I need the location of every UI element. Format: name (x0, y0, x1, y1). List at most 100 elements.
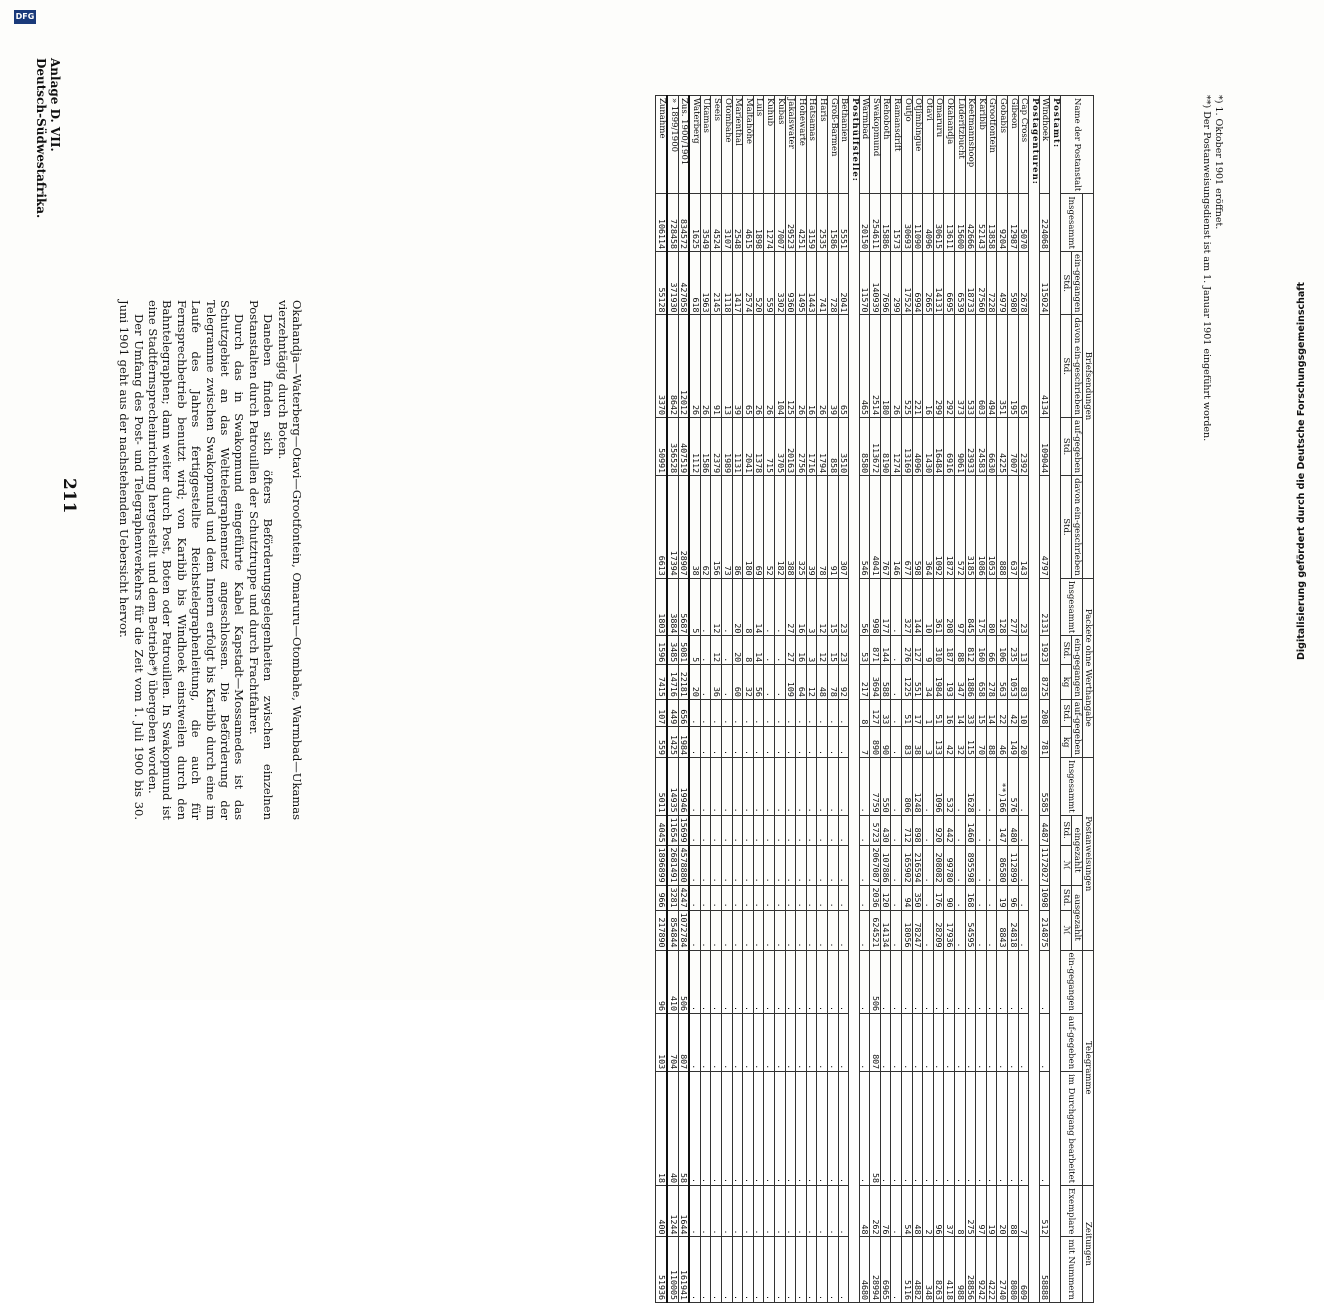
table-cell: . (721, 1236, 733, 1303)
table-cell: . (996, 950, 1008, 1014)
table-cell: 1131 (732, 417, 743, 476)
table-cell: . (732, 699, 743, 727)
table-cell: . (763, 1185, 775, 1237)
table-cell: 430 (880, 815, 892, 846)
table-cell: . (795, 1013, 807, 1072)
table-cell: 888 (996, 475, 1008, 579)
table-cell: 9242 (975, 1236, 987, 1303)
table-cell: 97 (975, 1185, 987, 1237)
table-cell: . (763, 1071, 775, 1186)
col-letters-header: Briefsendungen (1082, 193, 1094, 579)
table-cell: . (954, 1013, 966, 1072)
table-cell: 16 (806, 314, 817, 418)
table-cell: . (700, 1071, 711, 1186)
table-cell: 546 (859, 475, 870, 579)
table-cell: . (700, 757, 711, 816)
table-cell: 1586 (827, 193, 839, 252)
table-cell: 3 (922, 726, 934, 758)
table-cell: 58888 (1039, 1236, 1050, 1303)
footnote-2: **) Der Postanweisungsdienst ist am 1. J… (1201, 95, 1212, 442)
table-cell: 2379 (710, 417, 722, 476)
table-cell: . (742, 950, 754, 1014)
table-cell: 160 (975, 635, 987, 665)
table-cell: 3185 (965, 475, 976, 579)
parcels-out-header: auf-gegeben (1071, 699, 1083, 758)
table-cell: 20 (732, 635, 743, 665)
table-cell: . (859, 845, 870, 886)
postanstalt-name: Seeis (710, 95, 722, 194)
table-cell: 2145 (710, 251, 722, 315)
table-cell: . (721, 757, 733, 816)
table-cell: 1794 (816, 417, 828, 476)
table-cell: 5687 (678, 578, 690, 636)
table-cell: 83 (1018, 664, 1029, 700)
news-copies-header: Exemplare (1060, 1185, 1083, 1237)
table-cell: . (700, 950, 711, 1014)
table-cell: 1596 (655, 635, 668, 665)
table-cell: 30615 (933, 193, 944, 252)
table-cell: . (986, 815, 997, 846)
table-cell: . (859, 950, 870, 1014)
table-cell: . (721, 845, 733, 886)
table-cell: . (710, 699, 722, 727)
table-cell: 2131 (1039, 578, 1050, 636)
table-cell: 115024 (1039, 251, 1050, 315)
table-cell: 18 (655, 1071, 668, 1186)
table-cell: . (785, 726, 796, 758)
table-cell: 48 (859, 1185, 870, 1237)
table-cell: 506 (869, 950, 881, 1014)
table-cell: 8190 (880, 417, 892, 476)
postanstalt-name: Jakalswater (785, 95, 796, 194)
table-cell: 83 (901, 726, 913, 758)
table-cell: 6994 (912, 251, 923, 315)
table-cell: . (732, 1071, 743, 1186)
table-cell: . (891, 578, 902, 636)
table-cell: . (933, 1071, 944, 1186)
table-cell: 14 (954, 699, 966, 727)
table-cell: 3485 (667, 635, 679, 665)
section-title: Posthülfstelle: (848, 95, 860, 1303)
table-cell: . (785, 1236, 796, 1303)
table-cell: 6539 (954, 251, 966, 315)
table-cell: 16 (795, 635, 807, 665)
table-cell: . (689, 1185, 701, 1237)
table-cell: . (816, 845, 828, 886)
table-cell: . (774, 726, 786, 758)
annex-header: Anlage D. VII. Deutsch-Südwestafrika. (34, 58, 62, 218)
table-cell: 12 (816, 635, 828, 665)
table-cell: . (795, 845, 807, 886)
table-cell: 1430 (922, 417, 934, 476)
table-cell: . (827, 1236, 839, 1303)
footnote-1: *) 1. Oktober 1901 eröffnet. (1213, 95, 1224, 230)
table-cell: . (816, 950, 828, 1014)
table-cell: . (742, 910, 754, 951)
table-cell: . (954, 885, 966, 911)
table-cell: . (774, 699, 786, 727)
table-cell: 373 (954, 314, 966, 418)
table-cell: . (732, 910, 743, 951)
table-cell: 70 (975, 726, 987, 758)
table-cell: . (689, 1013, 701, 1072)
table-cell: 254611 (869, 193, 881, 252)
table-cell: 165902 (901, 845, 913, 886)
table-cell: . (806, 726, 817, 758)
table-cell: . (700, 664, 711, 700)
table-cell: 28994 (869, 1236, 881, 1303)
table-cell: 6965 (880, 1236, 892, 1303)
table-cell: 127 (912, 635, 923, 665)
table-cell: 92 (838, 664, 849, 700)
table-cell: . (922, 757, 934, 816)
table-cell: 36 (710, 664, 722, 700)
table-cell: . (721, 950, 733, 1014)
unit: Std. (1060, 417, 1072, 476)
table-cell: 1625 (689, 193, 701, 252)
section-row: Posthülfstelle: (848, 95, 860, 1303)
table-cell: 532 (943, 757, 955, 816)
table-cell: 278 (986, 664, 997, 700)
table-cell: 1495 (795, 251, 807, 315)
table-cell: 327 (901, 578, 913, 636)
table-cell: . (1007, 1071, 1019, 1186)
table-cell: 550 (880, 757, 892, 816)
